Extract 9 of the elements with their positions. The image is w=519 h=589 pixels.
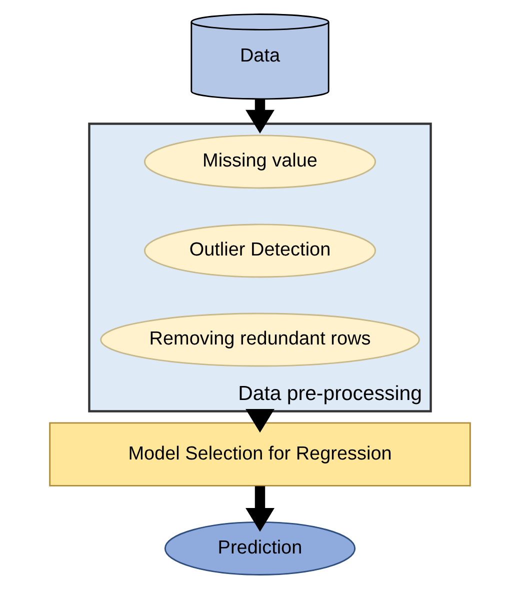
cluster: [88, 122, 432, 412]
node-ellipse: Removing redundant rows: [100, 312, 420, 367]
node-ellipse: Missing value: [143, 134, 376, 189]
arrow: [245, 99, 274, 134]
node-ellipse: Outlier Detection: [143, 224, 376, 278]
node-box: Model Selection for Regression: [48, 422, 470, 486]
node-label: Data pre-processing: [238, 382, 422, 405]
arrow: [245, 486, 274, 532]
node-ellipse: Prediction: [164, 521, 356, 576]
